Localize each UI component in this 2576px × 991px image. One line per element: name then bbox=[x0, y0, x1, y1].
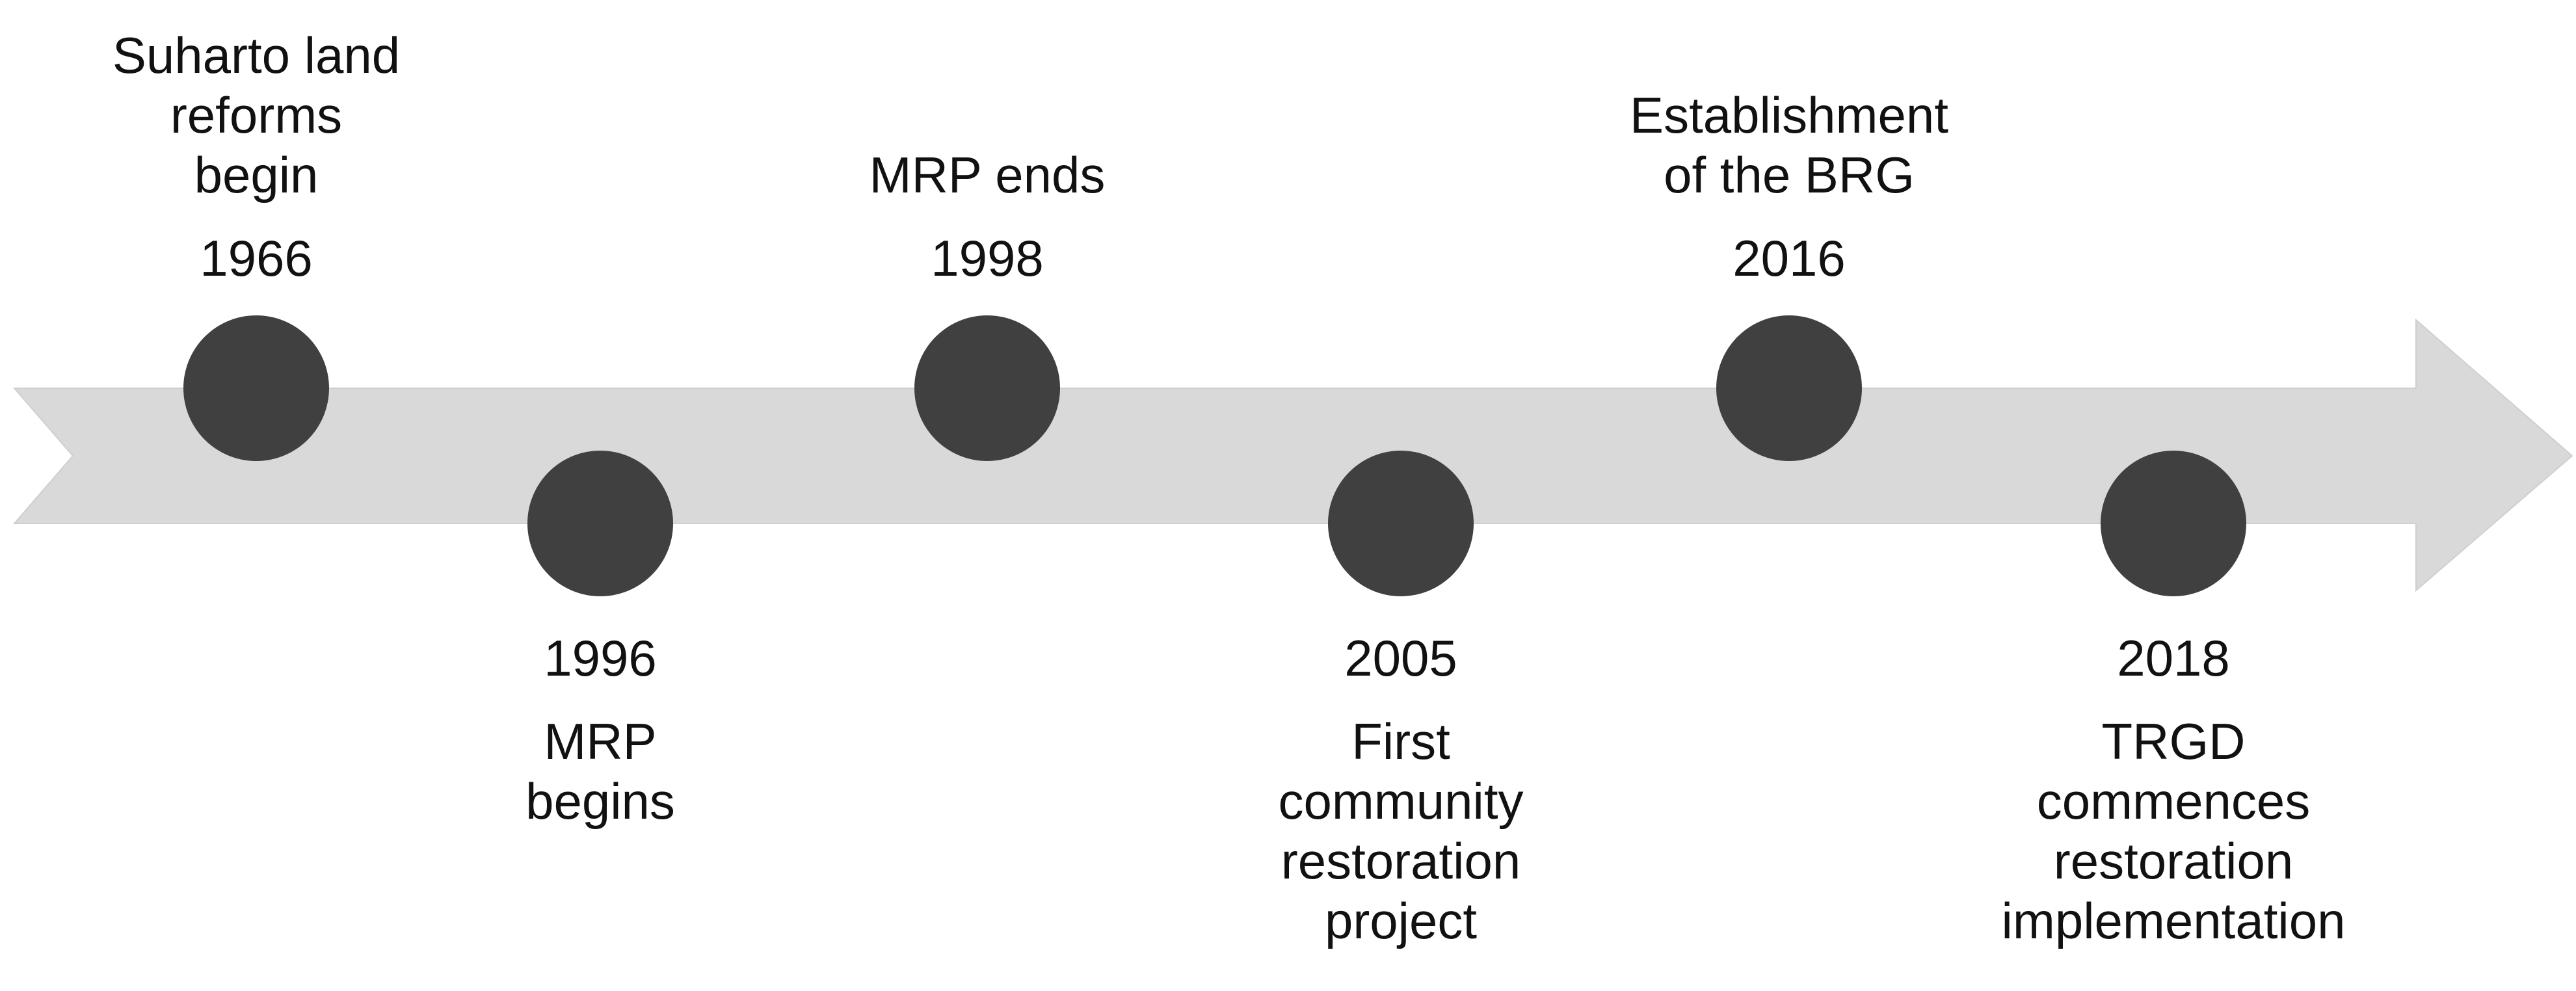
event-label-line: begin bbox=[194, 146, 319, 204]
timeline-dot-2016 bbox=[1716, 315, 1862, 461]
event-year: 1998 bbox=[931, 230, 1044, 287]
event-label-line: restoration bbox=[2053, 832, 2294, 890]
event-label-line: project bbox=[1324, 892, 1478, 949]
event-label-line: restoration bbox=[1281, 832, 1521, 890]
event-label-line: commences bbox=[2036, 773, 2311, 830]
event-label-line: begins bbox=[525, 773, 675, 830]
event-year: 1966 bbox=[200, 230, 313, 287]
event-year: 1996 bbox=[544, 629, 657, 687]
event-label-line: implementation bbox=[2001, 892, 2346, 949]
event-label-line: Suharto land bbox=[112, 27, 401, 84]
event-label-line: reforms bbox=[170, 86, 343, 144]
timeline-dot-2018 bbox=[2101, 451, 2246, 596]
event-year: 2005 bbox=[1344, 629, 1457, 687]
event-label-line: community bbox=[1278, 773, 1524, 830]
event-label-line: Establishment bbox=[1630, 86, 1948, 144]
event-year: 2018 bbox=[2117, 629, 2230, 687]
timeline-dot-1996 bbox=[527, 451, 673, 596]
timeline-dot-1966 bbox=[183, 315, 329, 461]
timeline-dot-1998 bbox=[914, 315, 1060, 461]
event-year: 2016 bbox=[1733, 230, 1846, 287]
event-label-line: TRGD bbox=[2101, 713, 2246, 770]
event-label-line: MRP bbox=[544, 713, 657, 770]
event-label-line: First bbox=[1351, 713, 1450, 770]
event-label: MRP ends bbox=[870, 145, 1106, 205]
event-label-line: MRP ends bbox=[869, 146, 1106, 204]
timeline-dot-2005 bbox=[1328, 451, 1474, 596]
event-1998: MRP ends 1998 bbox=[870, 145, 1106, 288]
event-label-line: of the BRG bbox=[1664, 146, 1915, 204]
